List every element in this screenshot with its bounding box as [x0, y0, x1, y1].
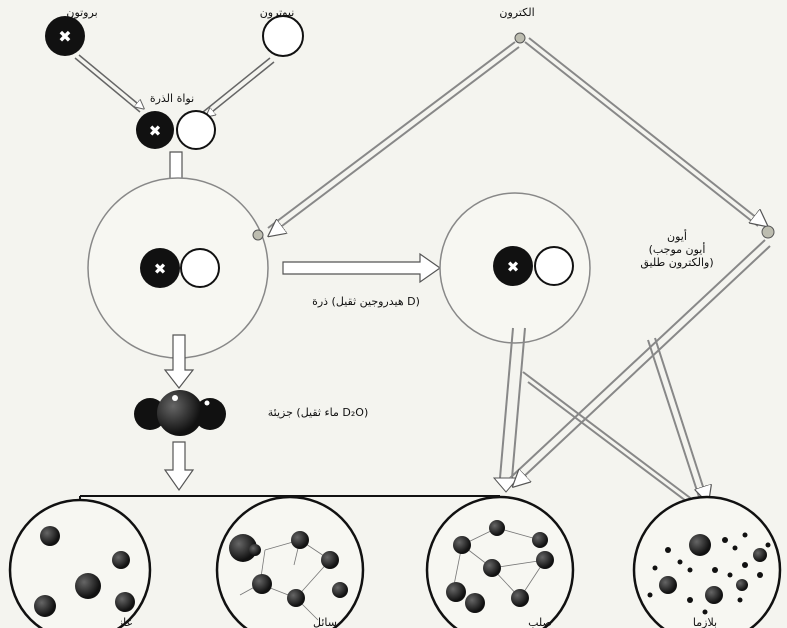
- svg-text:✖: ✖: [507, 258, 520, 276]
- gas-state: [8, 498, 152, 628]
- svg-text:✖: ✖: [58, 27, 71, 46]
- state-plasma-label: بلازما: [693, 616, 717, 628]
- proton-particle: ✖: [45, 16, 85, 56]
- plasma-state: [632, 495, 782, 628]
- neutron-to-nucleus-arrow: [202, 57, 275, 116]
- atom-to-ion-arrow: [282, 252, 442, 284]
- electron-to-atom-arrow: [268, 41, 520, 232]
- ion-label-line2: (أيون موجب: [649, 242, 706, 256]
- atom-to-molecule-arrow: [163, 334, 195, 389]
- atom-label: ذرة (هيدروجين ثقيل D): [312, 295, 420, 308]
- svg-text:✖: ✖: [149, 122, 162, 140]
- ion-electron-to-solid-arrow: [509, 239, 771, 482]
- state-liquid-label: سائل: [313, 616, 337, 628]
- atom-electron: [252, 229, 264, 241]
- proton-to-nucleus-arrow: [74, 54, 143, 113]
- molecule-label: جزيئة (ماء ثقيل D₂O): [268, 406, 368, 419]
- proton-label: بروتون: [66, 6, 97, 19]
- ion-label-line3: والكترون طليق): [640, 256, 713, 270]
- ion-body-to-plasma-arrow: [647, 337, 706, 500]
- nucleus: ✖: [136, 110, 216, 150]
- electron-particle: [514, 32, 526, 44]
- state-solid-label: صلب: [528, 616, 552, 628]
- nucleus-label: نواة الذرة: [150, 92, 194, 105]
- ion-to-plasma-arrow: [522, 371, 698, 510]
- svg-text:✖: ✖: [154, 260, 167, 278]
- atom-diagram: ✖: [87, 177, 269, 359]
- molecule-diagram: [134, 390, 226, 436]
- state-gas-label: غاز: [117, 616, 133, 628]
- molecule-to-states-arrow: [163, 441, 195, 492]
- electron-to-ion-arrow: [524, 37, 762, 226]
- neutron-particle: [262, 15, 304, 57]
- electron-label: الكترون: [499, 6, 534, 19]
- solid-state: [425, 495, 575, 628]
- ion-diagram: ✖: [439, 192, 775, 344]
- free-electron: [761, 225, 775, 239]
- ion-label-line1: أيون: [667, 229, 687, 243]
- liquid-state: [215, 495, 365, 628]
